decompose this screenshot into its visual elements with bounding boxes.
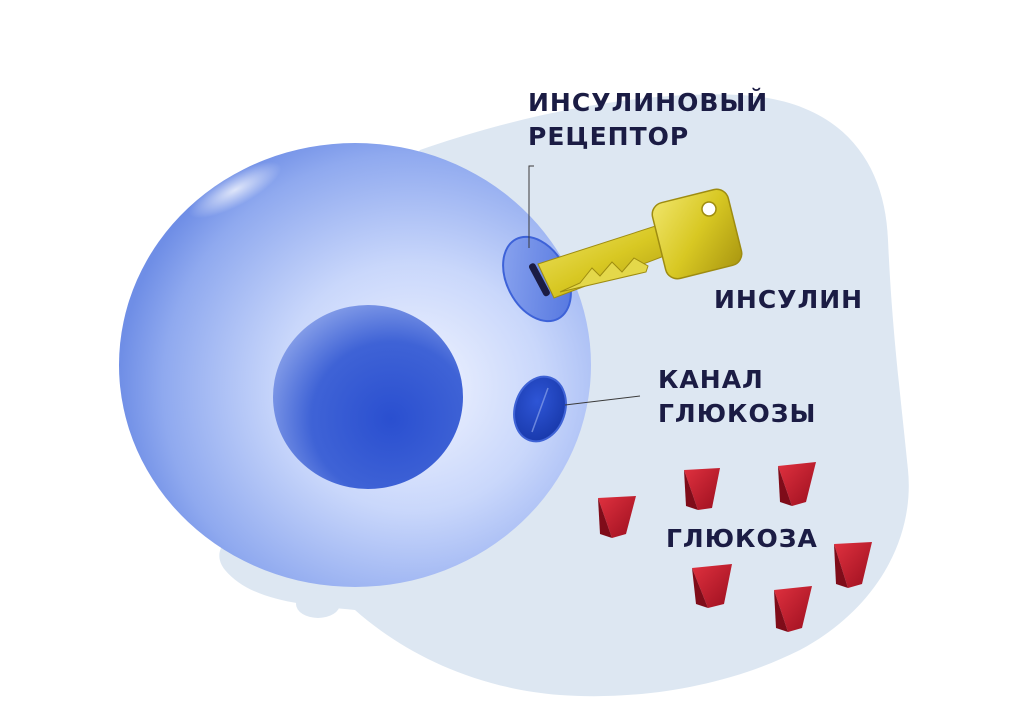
key-icon (537, 188, 743, 299)
nucleus (273, 305, 463, 489)
glucose-molecule-icon (684, 468, 720, 510)
insulin-receptor-label: ИНСУЛИНОВЫЙ РЕЦЕПТОР (528, 86, 768, 154)
insulin-receptor-label-line1: ИНСУЛИНОВЫЙ (528, 88, 769, 117)
glucose-molecule-icon (778, 462, 816, 506)
glucose-molecule-icon (692, 564, 732, 608)
channel-leader-line (564, 395, 641, 406)
receptor-leader-line (528, 165, 534, 248)
glucose-molecule-icon (598, 496, 636, 538)
insulin-label-text: ИНСУЛИН (714, 285, 864, 314)
insulin-label: ИНСУЛИН (714, 283, 863, 317)
glucose-label: ГЛЮКОЗА (666, 522, 818, 556)
glucose-channel-label-line1: КАНАЛ (658, 365, 764, 394)
cell-highlight (188, 161, 282, 219)
glucose-molecule-icon (774, 586, 812, 632)
glucose-channel-label: КАНАЛ ГЛЮКОЗЫ (658, 363, 816, 431)
receptor-slot (528, 263, 550, 297)
background-blob-small (296, 590, 340, 618)
glucose-label-text: ГЛЮКОЗА (666, 524, 818, 553)
glucose-channel-label-line2: ГЛЮКОЗЫ (658, 399, 817, 428)
insulin-receptor-label-line2: РЕЦЕПТОР (528, 122, 690, 151)
glucose-channel-highlight (531, 387, 549, 433)
glucose-molecule-icon (834, 542, 872, 588)
